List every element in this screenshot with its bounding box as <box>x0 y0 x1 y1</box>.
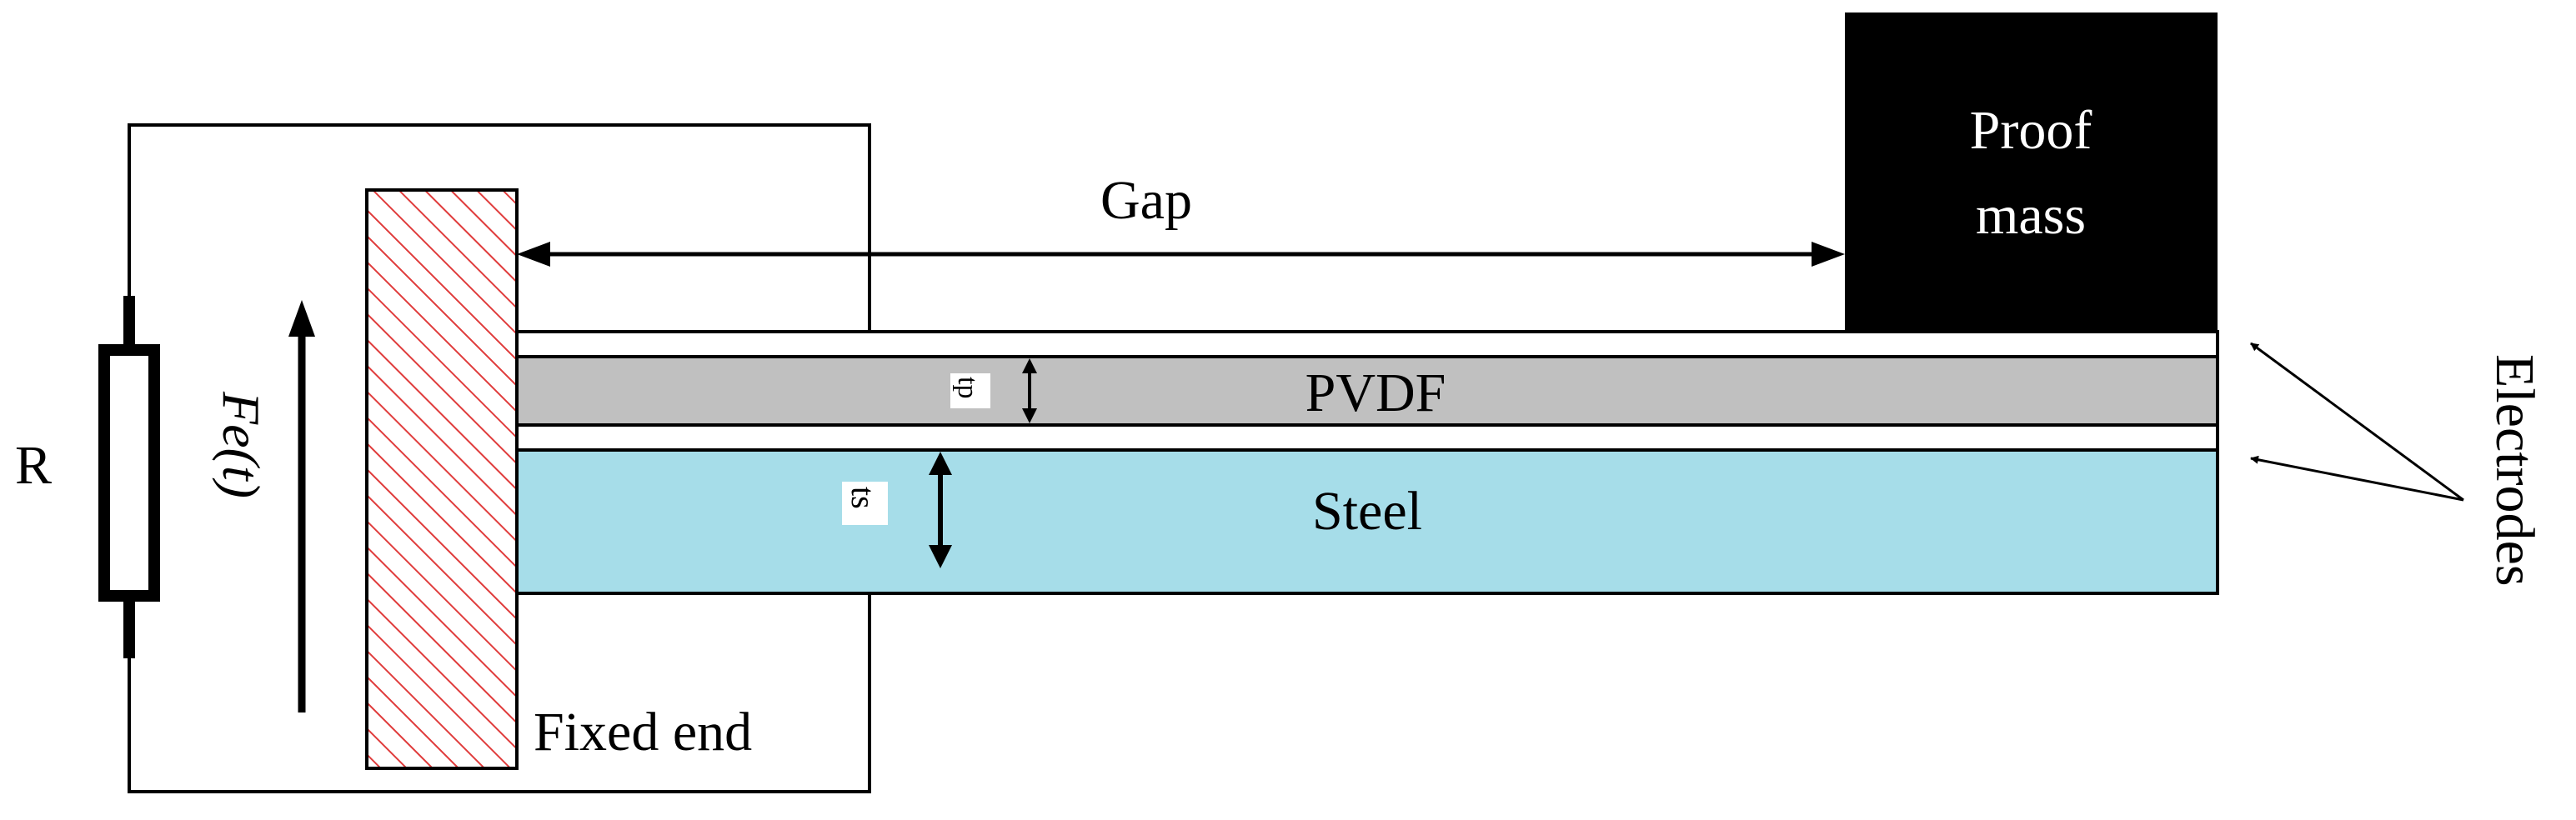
fixed-end-label: Fixed end <box>534 702 752 762</box>
steel-layer <box>515 448 2219 595</box>
resistor-label: R <box>15 435 52 496</box>
steel-thickness-arrow <box>929 452 952 568</box>
bottom-electrode <box>515 423 2219 452</box>
pvdf-thickness-arrow <box>1022 358 1037 423</box>
force-arrow <box>288 300 315 712</box>
gap-arrow <box>517 242 1845 267</box>
electrodes-label: Electrodes <box>2484 354 2545 587</box>
steel-thickness-label: ts <box>844 487 882 509</box>
proof-mass-label-line2: mass <box>1976 185 2086 246</box>
steel-label: Steel <box>1312 481 1422 542</box>
circuit-wire <box>128 123 871 793</box>
pvdf-label: PVDF <box>1306 362 1446 423</box>
pvdf-thickness-label: tp <box>952 377 983 398</box>
force-label: Fe(t) <box>212 391 271 498</box>
resistor <box>98 296 160 658</box>
steel-thickness-label-bg <box>842 482 888 525</box>
proof-mass <box>1845 12 2218 332</box>
top-electrode <box>515 330 2219 358</box>
fixed-end-wall <box>365 188 519 770</box>
pvdf-layer <box>515 355 2219 427</box>
pvdf-thickness-label-bg <box>950 373 990 408</box>
electrode-pointers <box>2250 342 2464 502</box>
gap-label: Gap <box>1100 170 1192 231</box>
proof-mass-label-line1: Proof <box>1970 100 2092 161</box>
